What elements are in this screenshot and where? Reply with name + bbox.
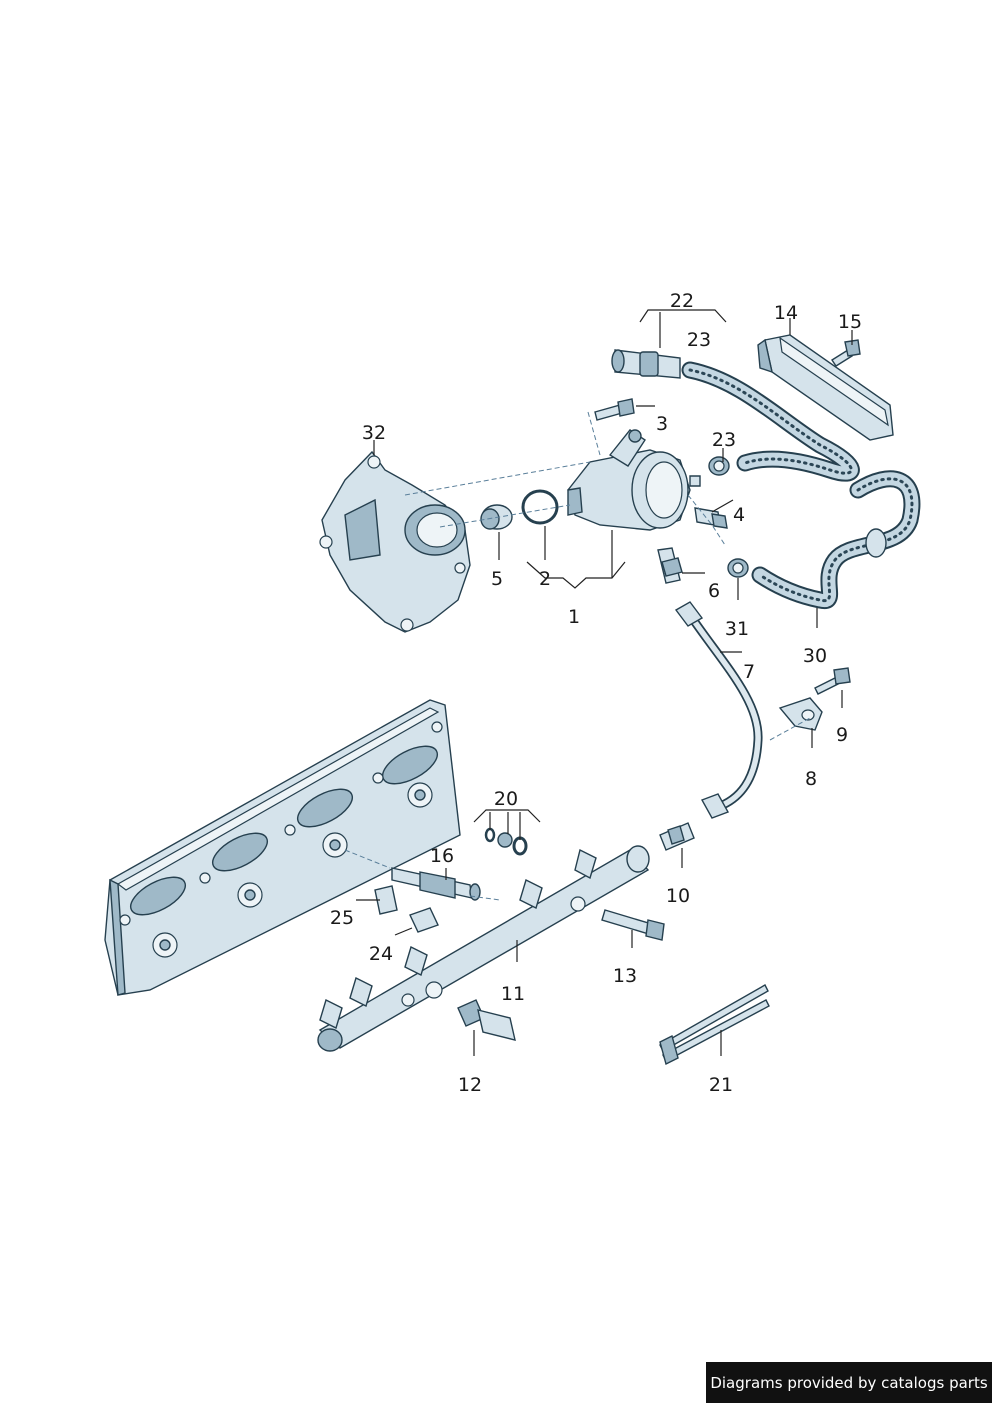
rail-bolt bbox=[601, 909, 665, 941]
bolt-bracket bbox=[831, 339, 861, 367]
pipe-clip bbox=[778, 697, 823, 731]
clip-bolt bbox=[814, 667, 851, 695]
bolt bbox=[594, 398, 635, 421]
bracket bbox=[757, 334, 894, 441]
callout-7: 7 bbox=[743, 661, 755, 683]
return-hose bbox=[751, 470, 921, 610]
cable-tie bbox=[659, 984, 770, 1066]
callout-6: 6 bbox=[708, 580, 720, 602]
injector bbox=[391, 867, 481, 901]
callout-4: 4 bbox=[733, 504, 745, 526]
high-pressure-pipe bbox=[674, 601, 763, 819]
union-fitting-lower bbox=[657, 547, 683, 584]
callout-20: 20 bbox=[494, 788, 518, 810]
callout-22: 22 bbox=[670, 290, 694, 312]
callout-23-clamp: 23 bbox=[712, 429, 736, 451]
retaining-clip bbox=[374, 885, 398, 915]
fuel-hose bbox=[681, 361, 860, 482]
rail-union bbox=[659, 822, 695, 851]
quick-connector bbox=[611, 349, 681, 379]
callout-3: 3 bbox=[656, 413, 668, 435]
assembly-guides bbox=[344, 411, 811, 901]
cylinder-head bbox=[104, 699, 461, 996]
pump-housing bbox=[319, 450, 471, 633]
callout-1: 1 bbox=[568, 606, 580, 628]
callout-14: 14 bbox=[774, 302, 798, 324]
callout-25: 25 bbox=[330, 907, 354, 929]
support-clip bbox=[409, 907, 439, 933]
callout-24: 24 bbox=[369, 943, 393, 965]
callout-23-hose: 23 bbox=[687, 329, 711, 351]
credit-text: Diagrams provided by catalogs parts bbox=[710, 1373, 988, 1392]
callout-16: 16 bbox=[430, 845, 454, 867]
callout-12: 12 bbox=[458, 1074, 482, 1096]
callout-9: 9 bbox=[836, 724, 848, 746]
leader-lines bbox=[356, 309, 853, 1056]
callout-30: 30 bbox=[803, 645, 827, 667]
fuel-rail bbox=[317, 845, 650, 1052]
callout-11: 11 bbox=[501, 983, 525, 1005]
callout-13: 13 bbox=[613, 965, 637, 987]
callout-31: 31 bbox=[725, 618, 749, 640]
callout-21: 21 bbox=[709, 1074, 733, 1096]
callout-8: 8 bbox=[805, 768, 817, 790]
hose-clamp bbox=[708, 456, 730, 476]
callout-15: 15 bbox=[838, 311, 862, 333]
pressure-sensor bbox=[457, 999, 516, 1041]
callout-32: 32 bbox=[362, 422, 386, 444]
hose-clamp-lower bbox=[727, 558, 749, 578]
credit-banner: Diagrams provided by catalogs parts bbox=[706, 1362, 992, 1403]
callout-labels: 1 2 3 4 5 6 7 8 9 10 11 12 13 14 15 16 2… bbox=[330, 290, 862, 1096]
callout-2: 2 bbox=[539, 568, 551, 590]
o-ring bbox=[521, 489, 559, 525]
callout-5: 5 bbox=[491, 568, 503, 590]
high-pressure-pump bbox=[567, 429, 701, 531]
union-fitting bbox=[694, 507, 728, 529]
callout-10: 10 bbox=[666, 885, 690, 907]
